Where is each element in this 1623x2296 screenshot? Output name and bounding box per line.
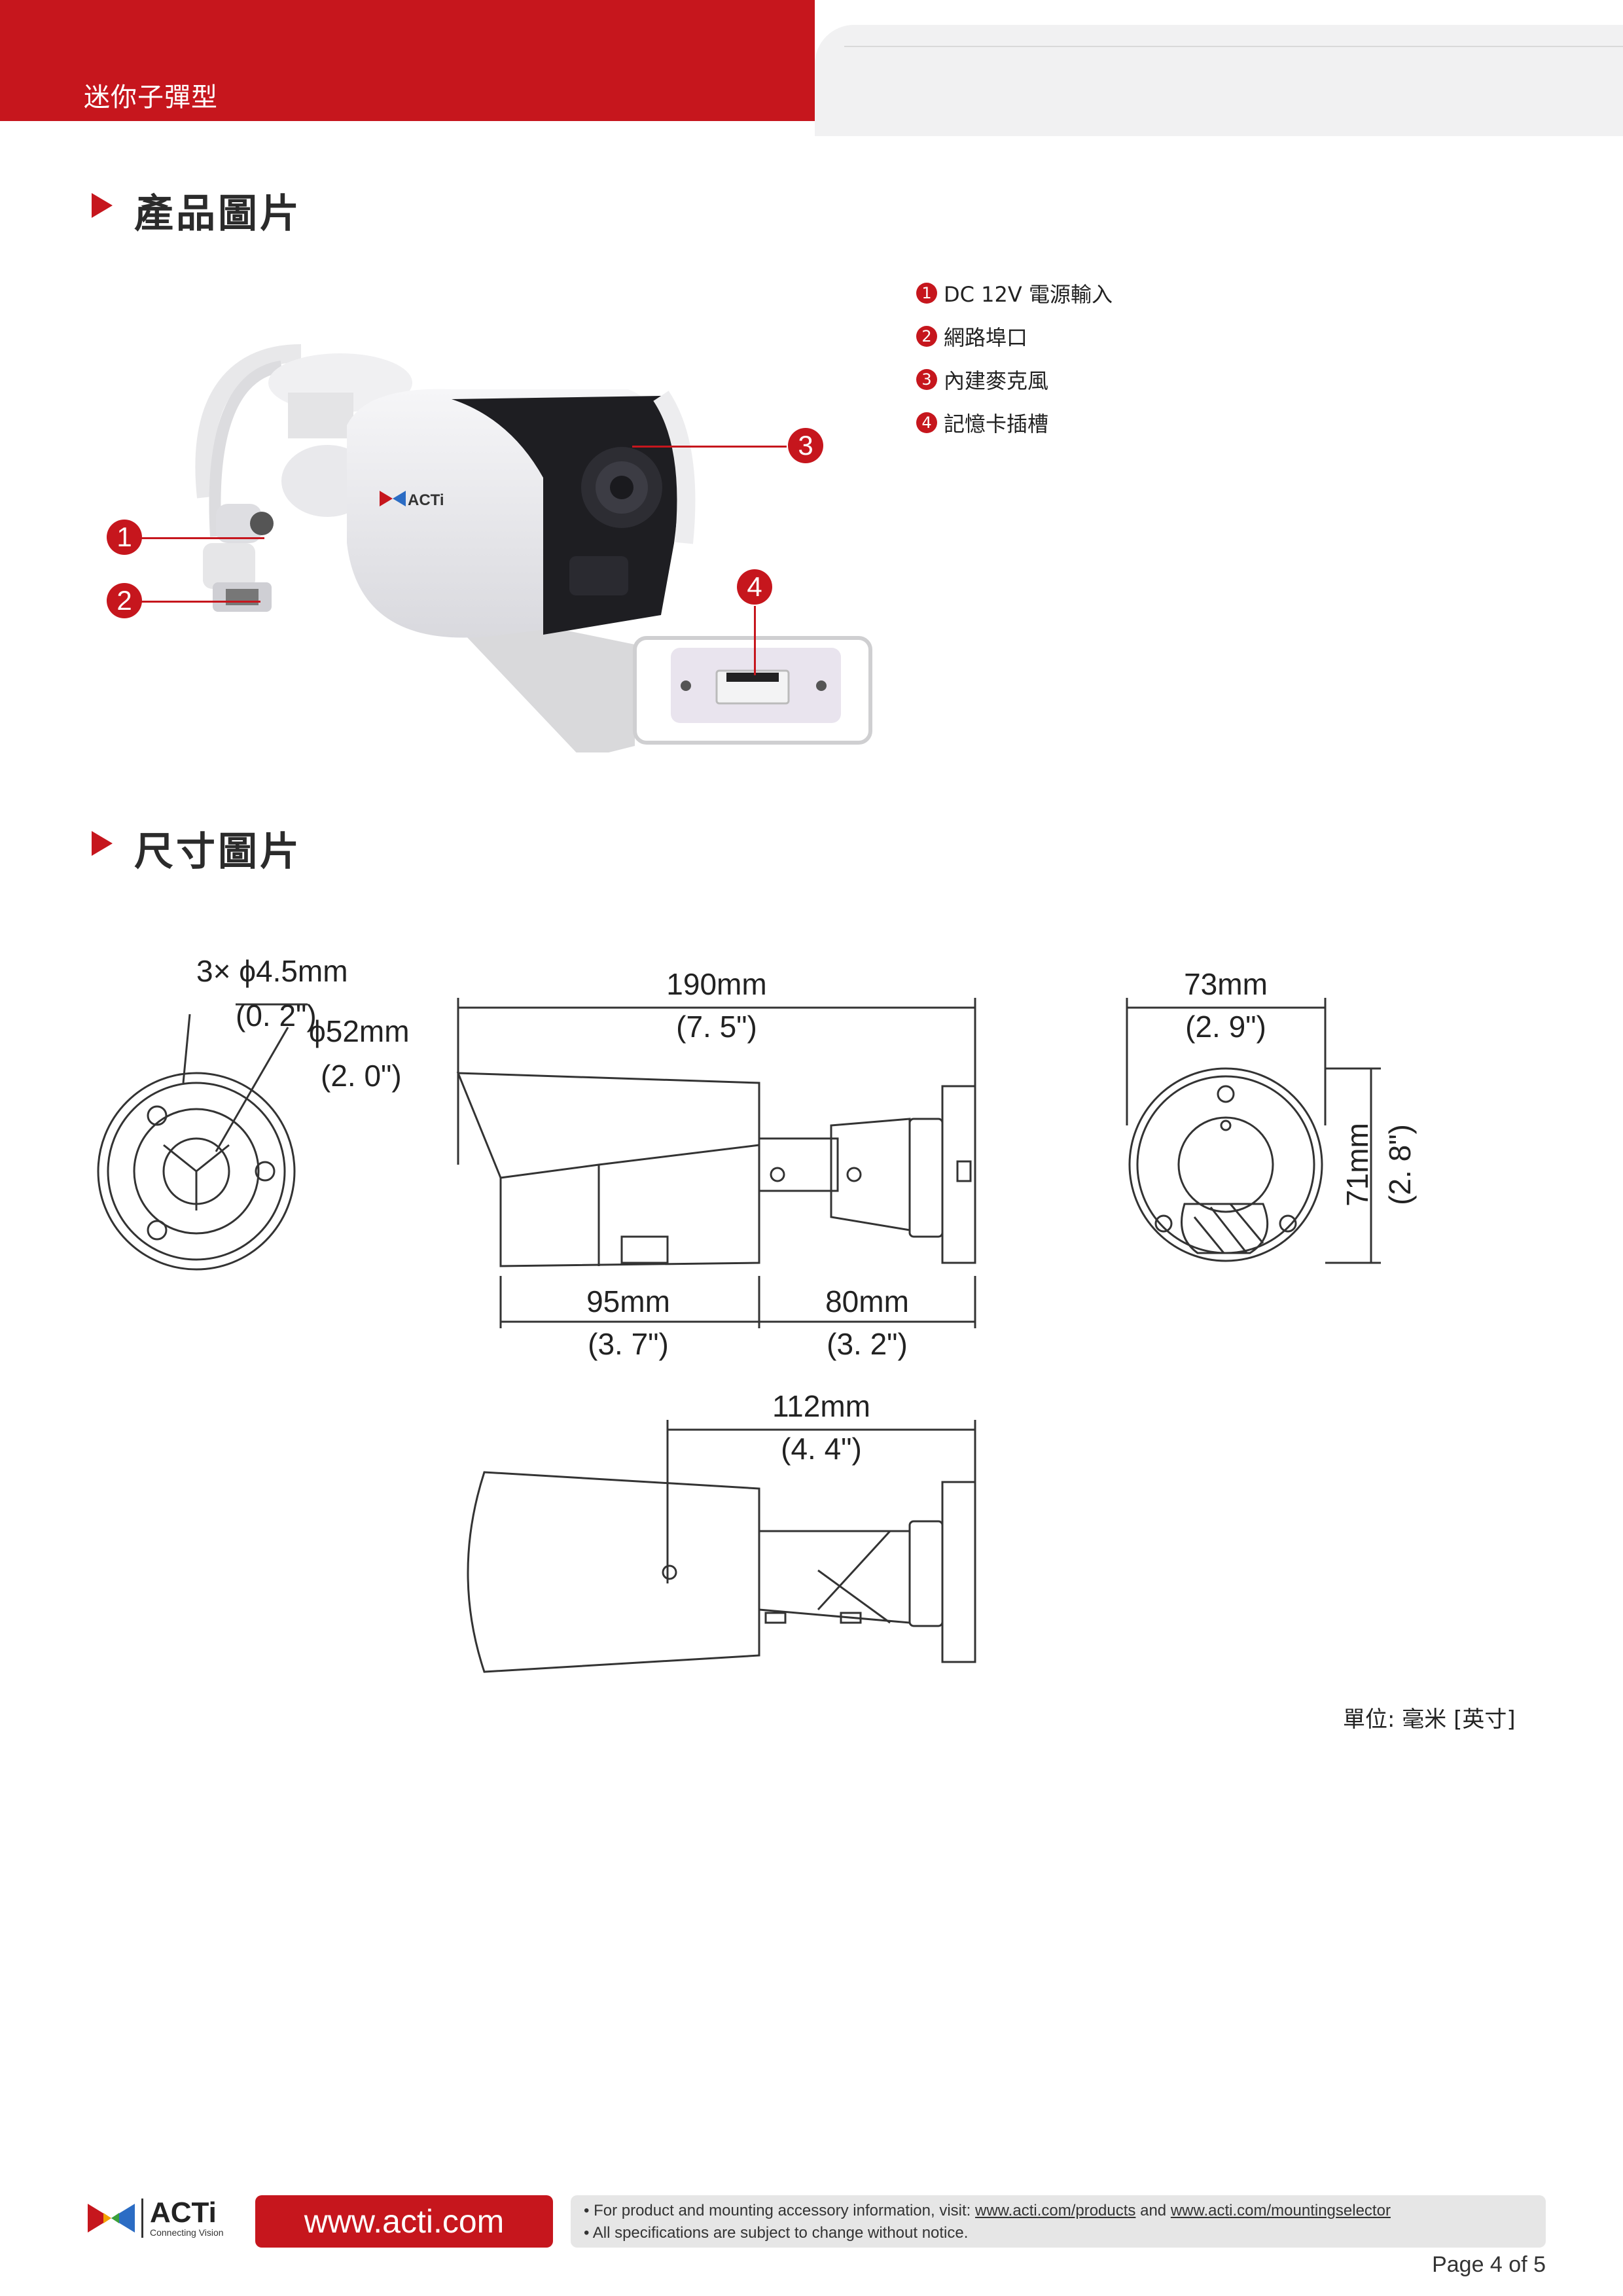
dim-depth: 112mm <box>772 1389 870 1423</box>
footer-text: • For product and mounting accessory inf… <box>584 2202 975 2219</box>
dim-length: 190mm <box>666 967 766 1001</box>
unit-note: 單位: 毫米 [英寸] <box>1343 1706 1516 1733</box>
footer-info-line-1: • For product and mounting accessory inf… <box>584 2202 1391 2220</box>
callout-line-4 <box>754 606 756 675</box>
header-panel <box>815 25 1623 136</box>
footer-website-link[interactable]: www.acti.com <box>255 2195 553 2248</box>
footer-info-line-2: • All specifications are subject to chan… <box>584 2224 969 2242</box>
header-title: 迷你子彈型 <box>84 82 218 113</box>
dim-depth-in: (4. 4") <box>781 1432 862 1466</box>
header-divider <box>844 46 1623 47</box>
camera-photo: ACTi <box>195 344 872 752</box>
dim-bracket-in: (3. 2") <box>827 1327 908 1361</box>
page-number: Page 4 of 5 <box>1432 2252 1546 2277</box>
dim-holes: 3× ϕ4.5mm <box>196 954 348 988</box>
dim-base-diameter-in: (2. 0") <box>321 1059 402 1093</box>
section-marker-icon <box>92 831 113 856</box>
header-bar <box>0 0 815 121</box>
camera-logo-text: ACTi <box>408 491 444 509</box>
products-link[interactable]: www.acti.com/products <box>975 2202 1136 2219</box>
dim-width: 73mm <box>1184 967 1268 1001</box>
dim-base-diameter: ϕ52mm <box>309 1014 410 1048</box>
section-title-dimensions: 尺寸圖片 <box>134 829 302 875</box>
legend-label: 網路埠口 <box>944 325 1028 350</box>
legend-label: 記憶卡插槽 <box>944 412 1049 436</box>
legend-item: 2 網路埠口 <box>916 321 1027 351</box>
footer-info-panel: • For product and mounting accessory inf… <box>571 2195 1546 2248</box>
callout-4: 4 <box>737 569 772 605</box>
dim-bracket: 80mm <box>825 1284 909 1318</box>
legend-item: 4 記憶卡插槽 <box>916 408 1048 438</box>
top-view <box>467 1420 976 1673</box>
callout-line-1 <box>141 537 264 539</box>
legend-item: 1 DC 12V 電源輸入 <box>916 278 1113 308</box>
dim-length-in: (7. 5") <box>676 1010 757 1044</box>
callout-1: 1 <box>107 520 142 555</box>
legend-number: 2 <box>916 326 937 347</box>
section-marker-icon <box>92 193 113 218</box>
dim-height: 71mm <box>1340 1123 1374 1207</box>
side-view <box>456 998 976 1328</box>
front-view <box>1126 998 1381 1264</box>
callout-line-3 <box>632 446 787 448</box>
callout-2: 2 <box>107 583 142 618</box>
legend-number: 1 <box>916 283 937 304</box>
mountingselector-link[interactable]: www.acti.com/mountingselector <box>1170 2202 1391 2219</box>
footer-logo: ACTi Connecting Vision <box>85 2199 224 2238</box>
dim-body-in: (3. 7") <box>588 1327 669 1361</box>
footer-logo-text: ACTi <box>150 2197 217 2229</box>
callout-line-2 <box>141 601 260 603</box>
dimension-drawings: 3× ϕ4.5mm (0. 2") ϕ52mm (2. 0") 190mm (7… <box>97 954 1417 1673</box>
legend-label: DC 12V 電源輸入 <box>944 282 1113 307</box>
dim-height-in: (2. 8") <box>1383 1124 1417 1205</box>
legend-number: 3 <box>916 369 937 390</box>
callout-3: 3 <box>788 428 823 463</box>
footer-logo-tagline: Connecting Vision <box>150 2227 224 2238</box>
legend-item: 3 內建麥克風 <box>916 364 1048 395</box>
legend-number: 4 <box>916 412 937 433</box>
dim-body: 95mm <box>586 1284 670 1318</box>
dim-width-in: (2. 9") <box>1185 1010 1266 1044</box>
legend-label: 內建麥克風 <box>944 368 1049 393</box>
acti-logo-icon <box>88 2204 135 2233</box>
base-view <box>97 1003 308 1271</box>
dim-holes-in: (0. 2") <box>236 998 317 1033</box>
footer-text: and <box>1135 2202 1171 2219</box>
section-title-product: 產品圖片 <box>134 191 302 237</box>
